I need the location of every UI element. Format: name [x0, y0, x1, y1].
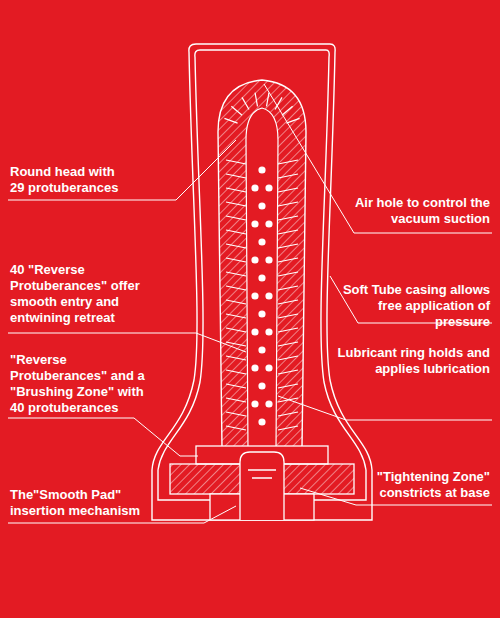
leader-line [278, 396, 492, 420]
reverse-protuberance [226, 230, 246, 234]
brushing-dot [259, 419, 265, 425]
brushing-dot [266, 293, 272, 299]
reverse-protuberance [226, 160, 246, 164]
reverse-protuberance [278, 174, 298, 178]
brushing-dot [252, 185, 258, 191]
reverse-protuberance [278, 314, 298, 318]
brushing-dot [259, 347, 265, 353]
head-protuberance [231, 106, 242, 115]
sleeve-channel [246, 108, 278, 452]
reverse-protuberance [278, 216, 298, 220]
reverse-protuberance [226, 412, 246, 416]
callout-label: Air hole to control the vacuum suction [340, 195, 490, 227]
leader-line [264, 84, 492, 233]
reverse-protuberance [278, 272, 298, 276]
head-protuberance [286, 118, 299, 123]
reverse-protuberance [226, 314, 246, 318]
reverse-protuberance [226, 426, 246, 430]
brushing-dot [266, 329, 272, 335]
brushing-dot [266, 401, 272, 407]
brushing-dot [259, 239, 265, 245]
insertion-opening [240, 452, 284, 520]
callout-label: Round head with 29 protuberances [10, 164, 132, 196]
reverse-protuberance [278, 230, 298, 234]
leader-line [8, 418, 198, 456]
reverse-protuberance [226, 328, 246, 332]
brushing-dot [252, 293, 258, 299]
reverse-protuberance [278, 384, 298, 388]
brushing-dot [252, 329, 258, 335]
reverse-protuberance [226, 286, 246, 290]
sleeve-details [224, 93, 299, 430]
brushing-dot [266, 365, 272, 371]
reverse-protuberance [226, 174, 246, 178]
brushing-dot [259, 203, 265, 209]
reverse-protuberance [278, 258, 298, 262]
reverse-protuberance [226, 258, 246, 262]
reverse-protuberance [278, 160, 298, 164]
head-protuberance [224, 118, 237, 123]
tightening-zone [248, 470, 276, 478]
reverse-protuberance [278, 244, 298, 248]
reverse-protuberance [226, 370, 246, 374]
reverse-protuberance [226, 356, 246, 360]
head-protuberance [242, 97, 249, 109]
brushing-dot [259, 167, 265, 173]
reverse-protuberance [278, 300, 298, 304]
brushing-dot [252, 401, 258, 407]
reverse-protuberance [226, 244, 246, 248]
casing-inner-wall [158, 50, 366, 500]
reverse-protuberance [226, 202, 246, 206]
reverse-protuberance [278, 328, 298, 332]
casing [152, 44, 372, 520]
reverse-protuberance [278, 426, 298, 430]
reverse-protuberance [226, 384, 246, 388]
reverse-protuberance [278, 370, 298, 374]
reverse-protuberance [226, 188, 246, 192]
reverse-protuberance [278, 356, 298, 360]
head-protuberance [267, 93, 269, 107]
reverse-protuberance [226, 272, 246, 276]
brushing-dot [266, 257, 272, 263]
brushing-dot [252, 257, 258, 263]
reverse-protuberance [226, 216, 246, 220]
callout-label: "Tightening Zone" constricts at base [330, 469, 490, 501]
reverse-protuberance [278, 188, 298, 192]
callout-label: "Reverse Protuberances" and a "Brushing … [10, 352, 160, 416]
head-protuberance [255, 93, 257, 107]
head-protuberance [282, 106, 293, 115]
leader-line [8, 140, 236, 200]
brushing-dot [259, 383, 265, 389]
brushing-dot [259, 311, 265, 317]
brushing-dot [266, 185, 272, 191]
sleeve [218, 80, 306, 452]
callout-label: Soft Tube casing allows free application… [330, 282, 490, 330]
brushing-dot [252, 365, 258, 371]
reverse-protuberance [278, 412, 298, 416]
brushing-dot [266, 221, 272, 227]
callout-label: 40 "Reverse Protuberances" offer smooth … [10, 262, 166, 326]
reverse-protuberance [278, 342, 298, 346]
brushing-dot [252, 221, 258, 227]
callout-label: Lubricant ring holds and applies lubrica… [320, 345, 490, 377]
base-assembly [170, 446, 354, 520]
reverse-protuberance [278, 286, 298, 290]
leader-line [8, 333, 246, 352]
reverse-protuberance [226, 300, 246, 304]
reverse-protuberance [278, 202, 298, 206]
leader-lines [8, 84, 492, 523]
reverse-protuberance [226, 398, 246, 402]
casing-outline [152, 44, 372, 520]
callout-label: The"Smooth Pad" insertion mechanism [10, 487, 172, 519]
brushing-dot [259, 275, 265, 281]
